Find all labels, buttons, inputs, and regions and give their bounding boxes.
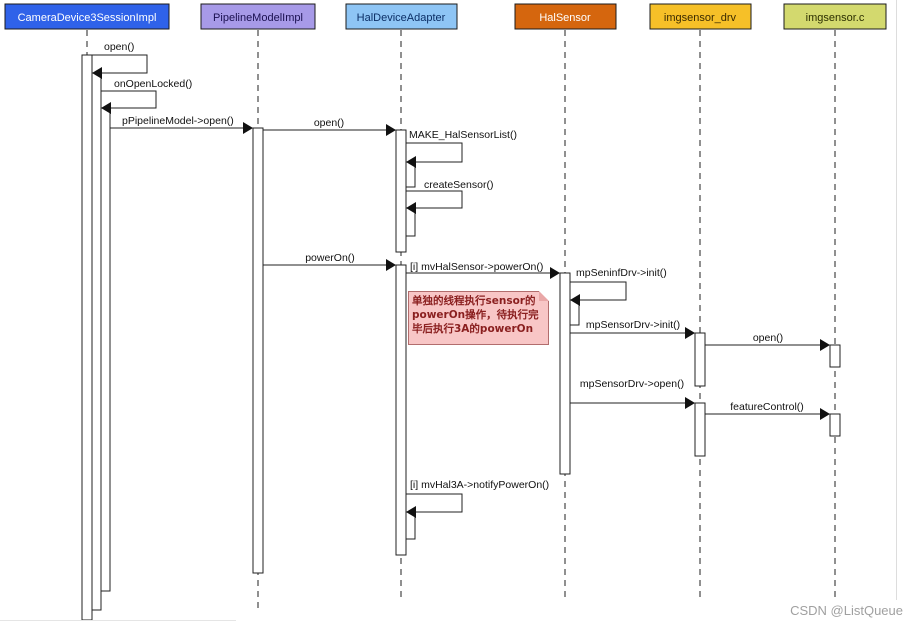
participant-imgsensor-drv: imgsensor_drv: [649, 3, 752, 30]
activation-bar: [252, 127, 264, 574]
activation-bar: [91, 72, 102, 611]
activation-bar: [694, 332, 706, 387]
participant-pipeline-model: PipelineModelImpl: [200, 3, 316, 30]
participant-name: HalSensor: [539, 12, 591, 24]
participant-name: CameraDevice3SessionImpl: [18, 12, 157, 24]
participant-name: imgsensor.c: [806, 12, 865, 24]
message-on-open-locked: onOpenLocked(): [101, 78, 192, 114]
message-sensor-drv-init: mpSensorDrv->init(): [570, 319, 695, 339]
participant-name: PipelineModelImpl: [213, 12, 303, 24]
participant-hal-device-adapter: HalDeviceAdapter: [345, 3, 458, 30]
messages: open() onOpenLocked() pPipelineModel->op…: [92, 41, 830, 518]
message-create-sensor: createSensor(): [406, 179, 493, 214]
message-feature-control: featureControl(): [705, 401, 830, 420]
activation-bar: [395, 129, 407, 253]
message-label: open(): [104, 41, 134, 53]
activation-bar: [829, 413, 841, 437]
message-label: [i] mvHal3A->notifyPowerOn(): [410, 479, 549, 491]
message-seninf-init: mpSeninfDrv->init(): [570, 267, 667, 306]
message-sensor-drv-open: mpSensorDrv->open(): [570, 378, 695, 409]
page-edge-divider: [896, 0, 897, 600]
message-label: createSensor(): [424, 179, 493, 191]
message-label: mpSeninfDrv->init(): [576, 267, 667, 279]
message-open-self: open(): [92, 41, 148, 79]
message-label: mpSensorDrv->open(): [580, 378, 684, 390]
activation-bar: [559, 272, 571, 475]
message-label: featureControl(): [730, 401, 804, 413]
activation-bar: [694, 402, 706, 457]
participants: CameraDevice3SessionImpl PipelineModelIm…: [4, 3, 887, 30]
message-label: open(): [314, 117, 344, 129]
activation-bar: [81, 54, 93, 621]
activation-bar: [100, 107, 111, 592]
note-line: powerOn操作，待执行完: [412, 309, 539, 321]
activation-bar: [395, 264, 407, 556]
participant-camera-device-session: CameraDevice3SessionImpl: [4, 3, 170, 30]
message-label: powerOn(): [305, 252, 355, 264]
message-make-hal-sensor-list: MAKE_HalSensorList(): [406, 129, 517, 168]
message-label: [i] mvHalSensor->powerOn(): [410, 261, 543, 273]
message-pipeline-open: pPipelineModel->open(): [110, 115, 253, 134]
note-line: 毕后执行3A的powerOn: [412, 323, 534, 335]
message-power-on: powerOn(): [263, 252, 396, 271]
message-label: onOpenLocked(): [114, 78, 192, 90]
message-label: open(): [753, 332, 783, 344]
participant-hal-sensor: HalSensor: [514, 3, 617, 30]
watermark: CSDN @ListQueue: [790, 603, 903, 618]
message-label: mpSensorDrv->init(): [586, 319, 680, 331]
message-adapter-open: open(): [263, 117, 396, 136]
message-label: pPipelineModel->open(): [122, 115, 234, 127]
participant-name: HalDeviceAdapter: [357, 12, 446, 24]
message-label: MAKE_HalSensorList(): [409, 129, 517, 141]
participant-name: imgsensor_drv: [664, 12, 737, 24]
activation-bar: [829, 344, 841, 368]
note-line: 单独的线程执行sensor的: [412, 295, 536, 307]
participant-imgsensor-c: imgsensor.c: [783, 3, 887, 30]
note-box: 单独的线程执行sensor的 powerOn操作，待执行完 毕后执行3A的pow…: [408, 291, 549, 345]
message-hal-sensor-power-on: [i] mvHalSensor->powerOn(): [406, 261, 560, 279]
message-imgsensor-open: open(): [705, 332, 830, 351]
note-fold-corner: [539, 291, 549, 301]
message-notify-power-on: [i] mvHal3A->notifyPowerOn(): [406, 479, 549, 518]
bottom-divider: [0, 620, 236, 621]
